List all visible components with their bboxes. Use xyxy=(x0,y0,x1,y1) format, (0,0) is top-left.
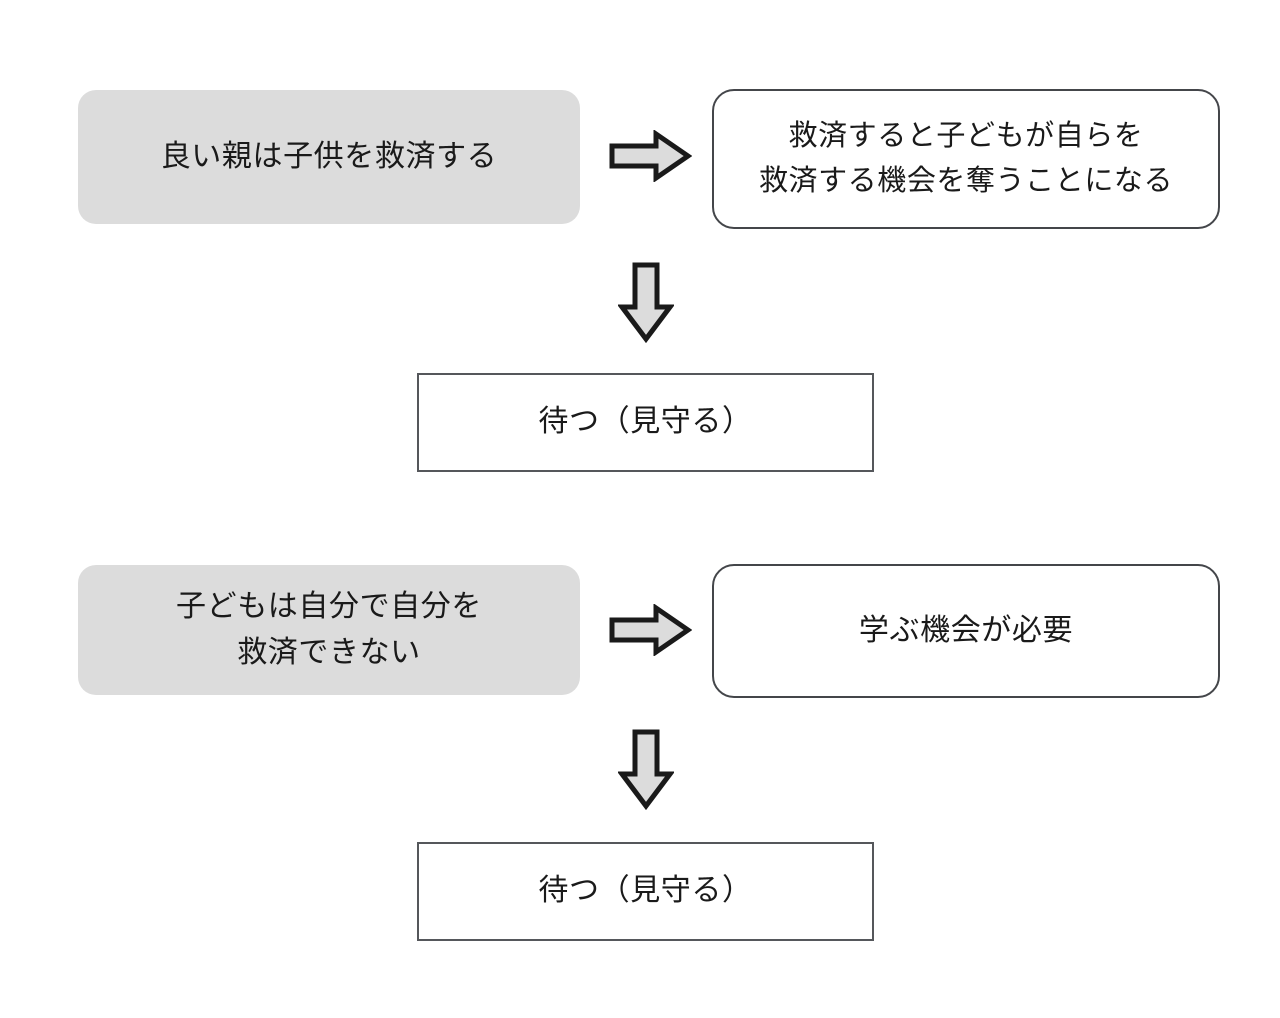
premise-box-1-label: 良い親は子供を救済する xyxy=(160,139,498,173)
consequence-box-1-label: 救済すると子どもが自らを 救済する機会を奪うことになる xyxy=(758,120,1174,197)
consequence-box-2: 学ぶ機会が必要 xyxy=(712,564,1220,698)
result-box-2: 待つ（見守る） xyxy=(417,842,874,941)
result-box-1: 待つ（見守る） xyxy=(417,373,874,472)
premise-box-1: 良い親は子供を救済する xyxy=(78,90,580,224)
arrow-right-icon-2 xyxy=(608,604,692,656)
result-box-2-label: 待つ（見守る） xyxy=(538,874,753,908)
result-box-1-label: 待つ（見守る） xyxy=(538,405,753,439)
arrow-down-icon-2 xyxy=(618,728,674,810)
arrow-right-icon-1 xyxy=(608,130,692,182)
consequence-box-1: 救済すると子どもが自らを 救済する機会を奪うことになる xyxy=(712,89,1220,229)
arrow-down-icon-1 xyxy=(618,261,674,343)
consequence-box-2-label: 学ぶ機会が必要 xyxy=(858,613,1074,647)
premise-box-2: 子どもは自分で自分を 救済できない xyxy=(78,565,580,695)
premise-box-2-label: 子どもは自分で自分を 救済できない xyxy=(176,589,482,670)
